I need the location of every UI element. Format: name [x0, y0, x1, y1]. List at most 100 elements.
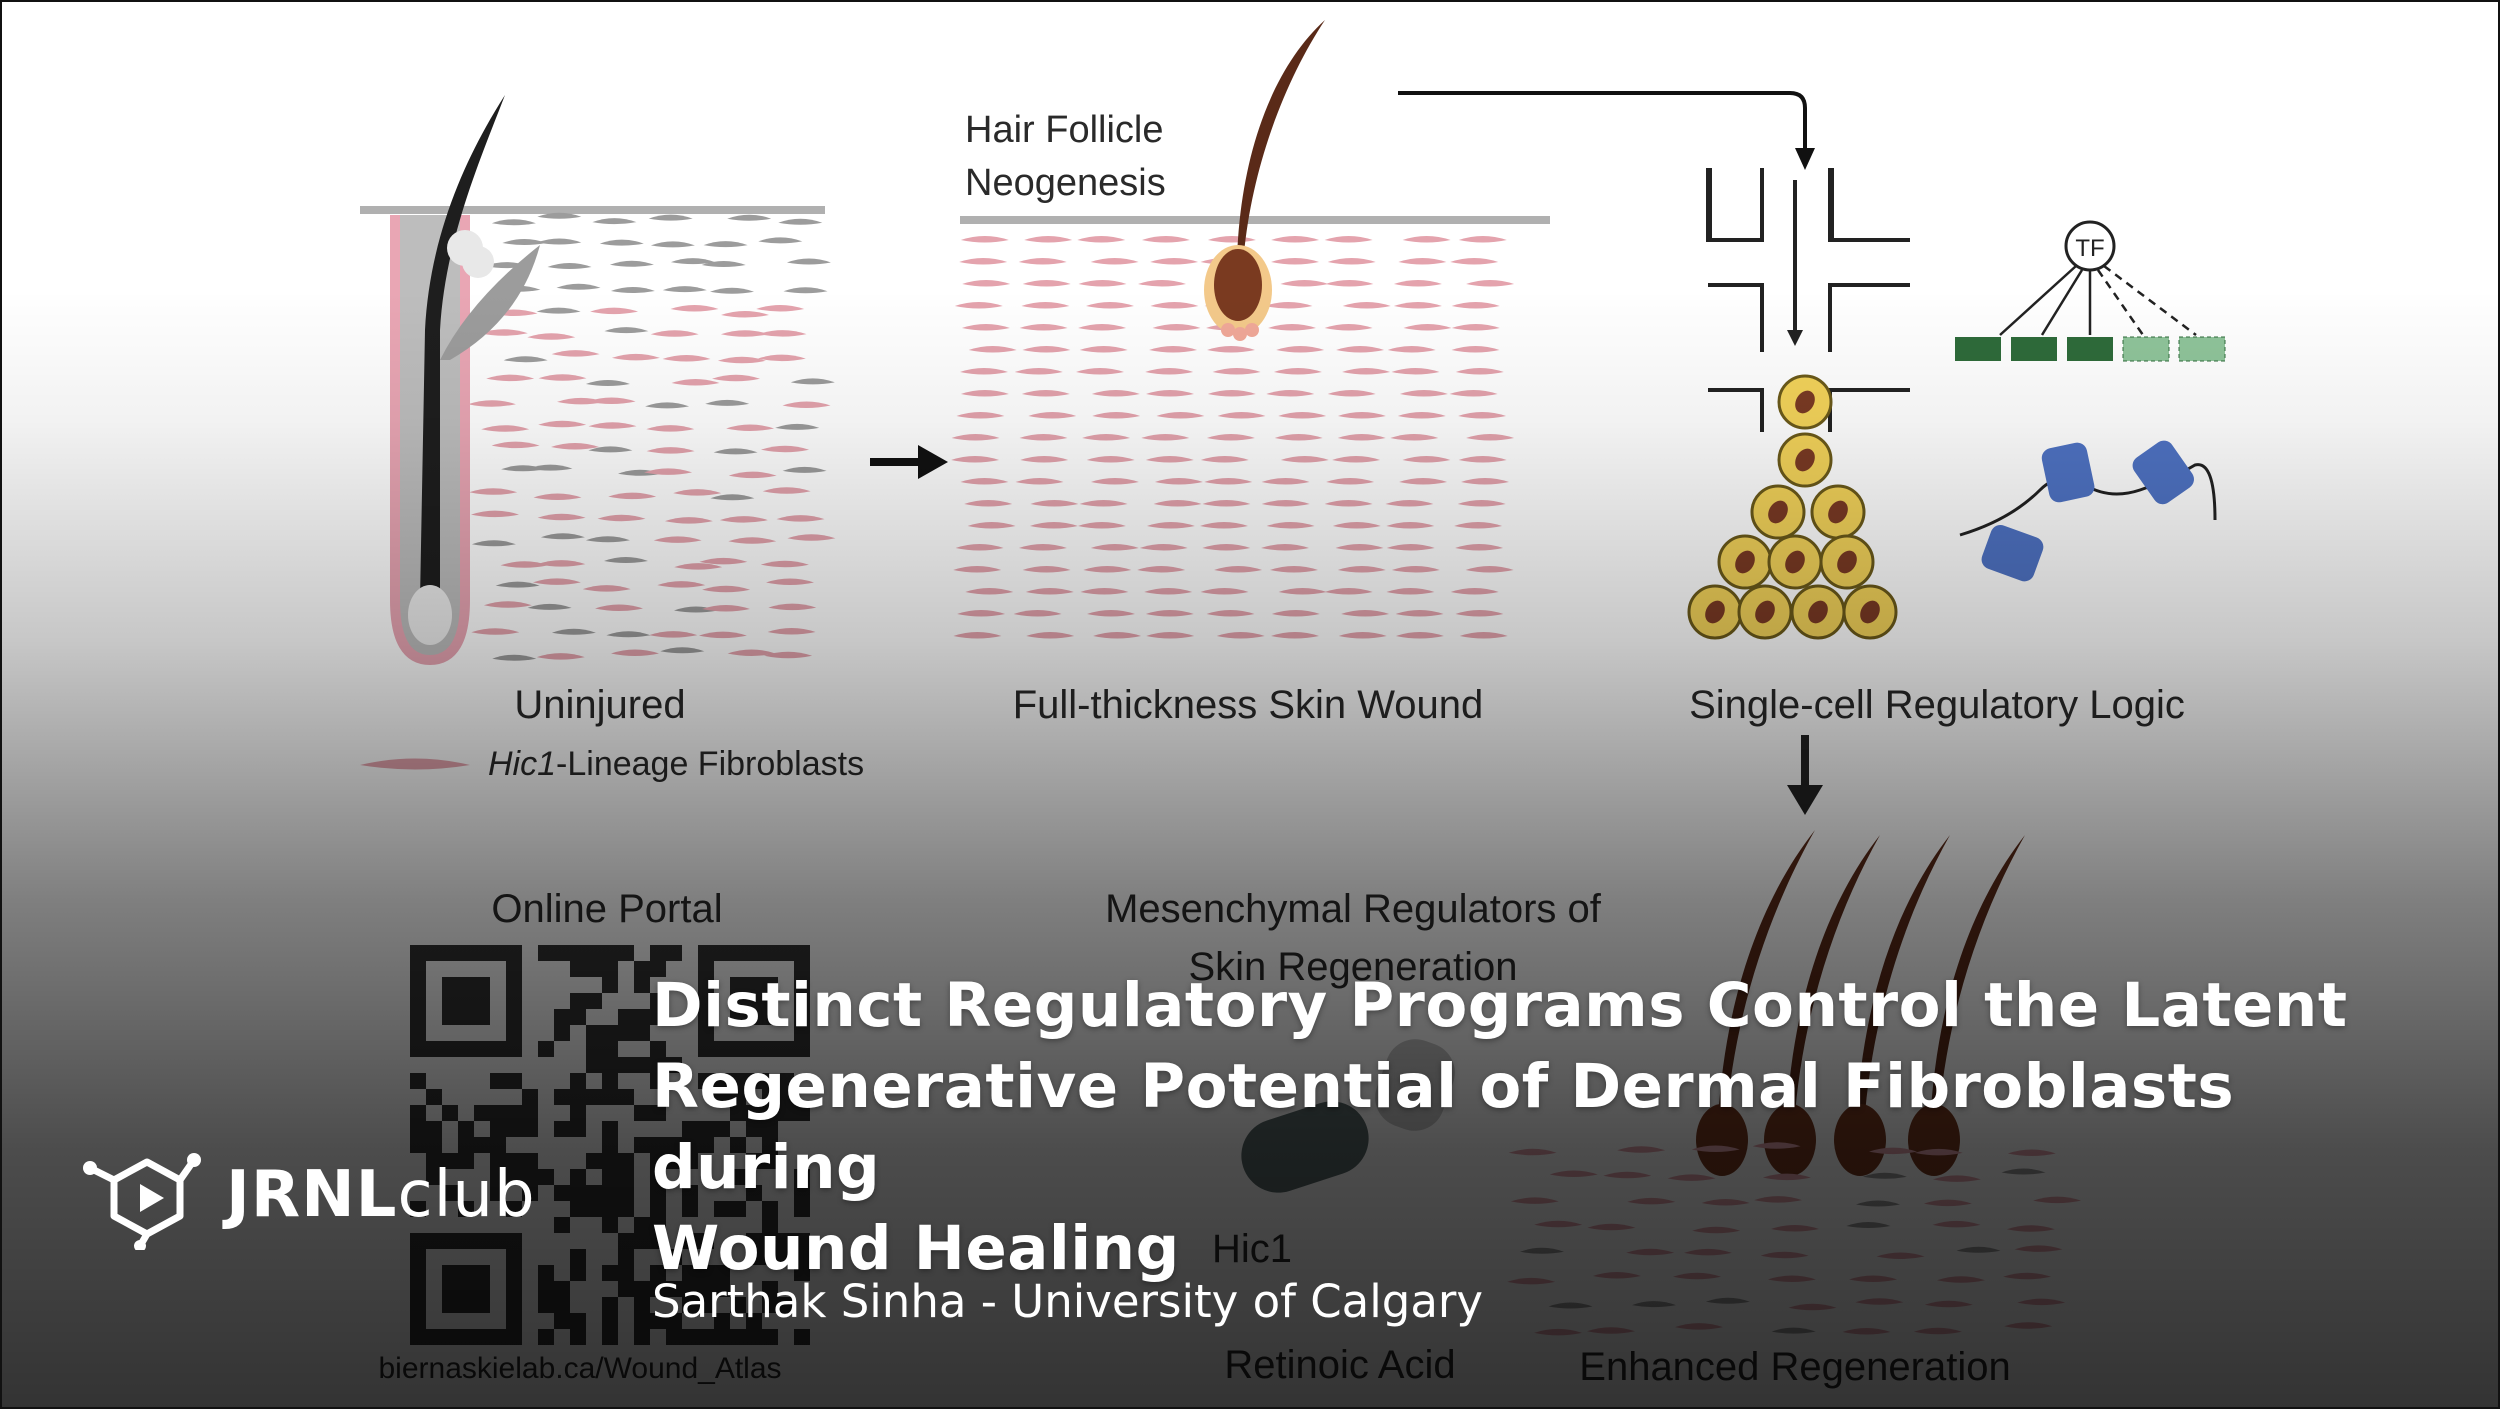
fibroblast-cell [757, 354, 806, 362]
keratinocyte-cell [648, 214, 693, 221]
fibroblast-cell [762, 487, 811, 494]
fibroblast-cell [1266, 390, 1315, 397]
fibroblast-cell [1337, 412, 1386, 419]
fibroblast-cell [1324, 588, 1373, 595]
fibroblast-cell [961, 324, 1010, 331]
keratinocyte-cell [758, 237, 803, 244]
keratinocyte-cell [492, 654, 537, 661]
single-cell [1767, 534, 1823, 590]
fibroblast-cell [1018, 258, 1067, 265]
fibroblast-cell [1204, 478, 1253, 485]
retinoic-acid-label: Retinoic Acid [1224, 1343, 1455, 1387]
single-cell [1819, 534, 1875, 590]
fibroblast-cell [1150, 258, 1199, 265]
fibroblast-cell [1146, 522, 1195, 529]
fibroblast-cell [721, 311, 769, 318]
fibroblast-cell [956, 412, 1005, 419]
fibroblast-cell [1395, 610, 1444, 617]
fibroblast-cell [1149, 346, 1198, 353]
fibroblast-cell [1338, 632, 1387, 639]
fibroblast-cell [787, 534, 836, 541]
fibroblast-cell [1385, 500, 1434, 507]
fibroblast-cell [527, 333, 576, 340]
fibroblast-cell [1393, 302, 1442, 309]
fibroblast-cell [1021, 390, 1070, 397]
fibroblast-cell [1458, 412, 1507, 419]
fibroblast-cell [960, 390, 1009, 397]
keratinocyte-cell [604, 327, 649, 334]
fibroblast-cell [953, 566, 1002, 573]
fibroblast-cell [469, 488, 518, 495]
fibroblast-cell [1026, 632, 1075, 639]
keratinocyte-cell [710, 287, 754, 294]
single-cell [1750, 484, 1806, 540]
fibroblast-cell [1398, 258, 1447, 265]
keratinocyte-cell [537, 238, 582, 245]
fibroblast-cell [673, 489, 722, 496]
fibroblast-cell [1079, 500, 1128, 507]
fibroblast-cell [728, 471, 777, 479]
fibroblast-cell [1675, 1323, 1723, 1330]
fibroblast-cell [538, 420, 587, 428]
fibroblast-cell [1325, 280, 1374, 287]
fibroblast-cell [2004, 1322, 2053, 1329]
tf-network-icon: TF [1955, 220, 2226, 362]
single-cell [1717, 534, 1773, 590]
fibroblast-cell [1271, 258, 1319, 265]
fibroblast-cell [1090, 478, 1139, 485]
fibroblast-cell [483, 601, 532, 608]
fibroblast-cell [955, 544, 1004, 551]
keratinocyte-cell [790, 378, 835, 385]
fibroblast-cell [650, 330, 699, 337]
fibroblast-cell [1018, 544, 1067, 551]
uninjured-label: Uninjured [514, 683, 685, 727]
fibroblast-cell [951, 434, 1000, 441]
fibroblast-cell [1261, 544, 1309, 551]
single-cell [1737, 584, 1793, 640]
fibroblast-cell [1451, 302, 1500, 309]
fibroblast-cell [1206, 610, 1255, 617]
keratinocyte-cell [536, 307, 581, 314]
fibroblast-cell [1087, 610, 1135, 617]
fibroblast-cell [1466, 280, 1515, 287]
fibroblast-cell [1150, 302, 1199, 309]
fibroblast-cell [758, 330, 807, 337]
fibroblast-cell [960, 368, 1008, 375]
jrnlclub-logo: JRNLclub [82, 1140, 536, 1250]
fibroblast-cell [551, 443, 599, 450]
portal-url: biernaskielab.ca/Wound_Atlas [378, 1352, 781, 1385]
fibroblast-cell [1855, 1298, 1904, 1305]
keratinocyte-cell [556, 283, 601, 290]
keratinocyte-cell [1632, 1301, 1676, 1308]
fibroblast-cell [1403, 324, 1452, 331]
fibroblast-cell [1139, 544, 1188, 551]
single-cell [1790, 584, 1846, 640]
keratinocyte-cell [609, 260, 654, 267]
fibroblast-cell [1324, 500, 1373, 507]
fibroblast-cell [1086, 302, 1134, 309]
fibroblast-cell [1271, 632, 1319, 639]
keratinocyte-cell [527, 603, 572, 610]
panel-regulatory-logic: TF Single-cell Regulatory Logic [1687, 168, 2226, 815]
keratinocyte-cell [503, 356, 548, 363]
keratinocyte-cell [540, 533, 585, 540]
fibroblast-cell [719, 516, 768, 523]
fibroblast-cell [954, 302, 1003, 309]
enhanced-regeneration-label: Enhanced Regeneration [1579, 1345, 2010, 1389]
sorted-cells [1687, 374, 1898, 640]
fibroblast-cell [1200, 456, 1249, 463]
fibroblast-cell [1461, 478, 1509, 485]
fibroblast-cell [491, 441, 540, 449]
fibroblast-cell [588, 422, 637, 429]
keratinocyte-cell [660, 647, 705, 654]
fibroblast-cell [1079, 346, 1128, 353]
fibroblast-cell [664, 517, 713, 524]
keratinocyte-cell [662, 286, 707, 293]
fibroblast-cell [1280, 456, 1329, 463]
fibroblast-cell [1086, 456, 1135, 463]
keratinocyte-cell [775, 423, 820, 430]
fibroblast-cell [1324, 324, 1373, 331]
keratinocyte-cell [1771, 1327, 1816, 1334]
fibroblast-cell [1336, 346, 1385, 353]
molecule-play-icon [83, 1153, 201, 1250]
